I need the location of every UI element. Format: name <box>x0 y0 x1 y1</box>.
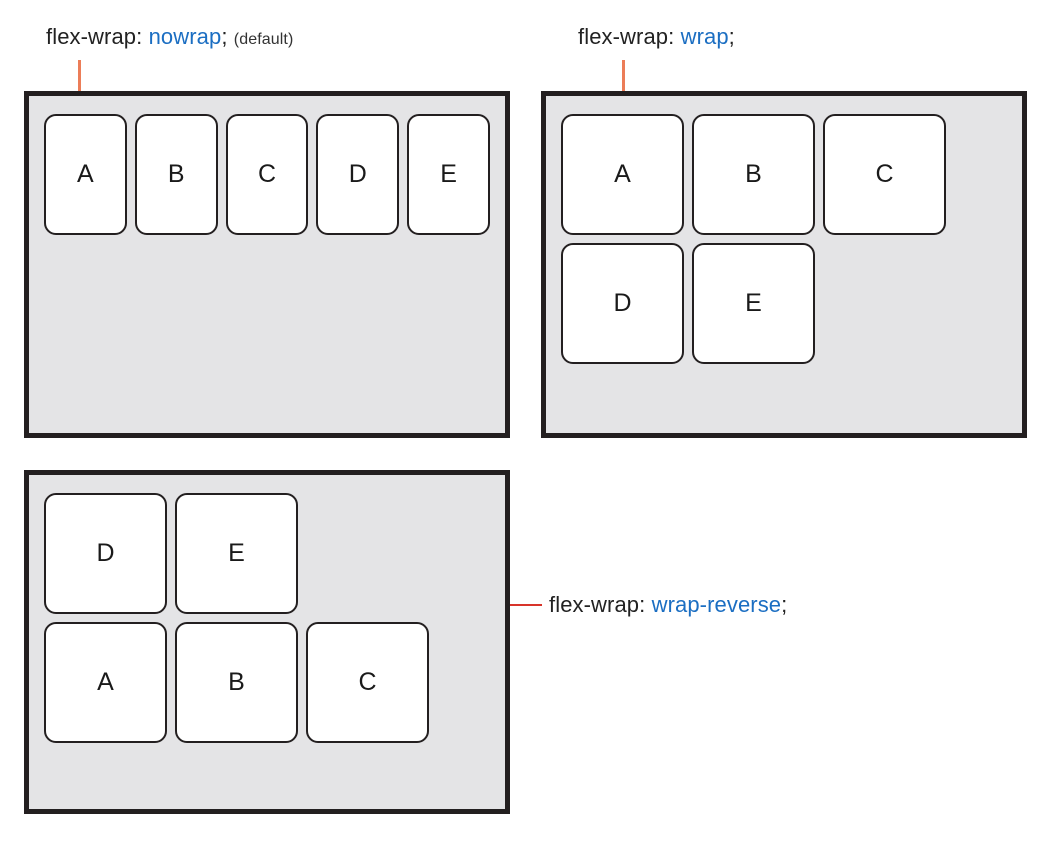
flex-item: B <box>175 622 298 743</box>
label-terminator-wrap-reverse: ; <box>781 592 788 617</box>
label-terminator-wrap: ; <box>728 24 735 49</box>
flex-item: A <box>44 622 167 743</box>
flex-item: C <box>306 622 429 743</box>
flex-item: D <box>44 493 167 614</box>
flex-item: B <box>692 114 815 235</box>
label-terminator-nowrap: ; <box>221 24 228 49</box>
connector-line-wrap <box>622 60 625 92</box>
flex-item: A <box>44 114 127 235</box>
connector-line-nowrap <box>78 60 81 92</box>
flex-item: E <box>692 243 815 364</box>
label-value-nowrap: nowrap <box>148 24 222 49</box>
label-value-wrap: wrap <box>680 24 729 49</box>
flex-item: D <box>316 114 400 235</box>
label-property-wrap-reverse: flex-wrap: <box>549 592 646 617</box>
flex-item: D <box>561 243 684 364</box>
label-property-wrap: flex-wrap: <box>578 24 675 49</box>
label-flex-wrap-wrap: flex-wrap: wrap; <box>578 24 735 50</box>
label-property-nowrap: flex-wrap: <box>46 24 143 49</box>
connector-line-wrap-reverse <box>509 604 542 606</box>
flex-container-wrap: A B C D E <box>541 91 1027 438</box>
flex-item: E <box>175 493 298 614</box>
label-value-wrap-reverse: wrap-reverse <box>651 592 782 617</box>
flex-item: A <box>561 114 684 235</box>
label-note-nowrap: (default) <box>233 31 294 48</box>
flex-container-wrap-reverse: A B C D E <box>24 470 510 814</box>
flex-item: C <box>823 114 946 235</box>
flex-item: C <box>225 114 309 235</box>
flex-container-nowrap: A B C D E <box>24 91 510 438</box>
flex-item: B <box>134 114 218 235</box>
label-flex-wrap-nowrap: flex-wrap: nowrap; (default) <box>46 24 293 50</box>
flex-item: E <box>407 114 490 235</box>
label-flex-wrap-wrap-reverse: flex-wrap: wrap-reverse; <box>549 592 787 618</box>
